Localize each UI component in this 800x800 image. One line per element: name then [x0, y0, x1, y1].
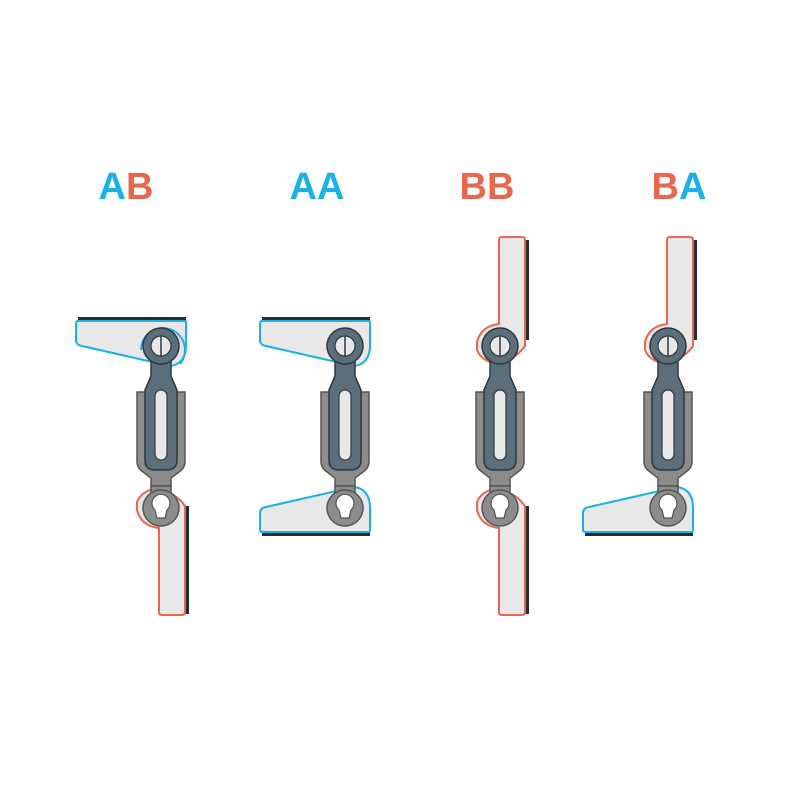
- variant-label-ba: BA: [624, 162, 734, 212]
- variant-ba: [582, 236, 697, 536]
- label-first-letter: B: [459, 166, 487, 208]
- variant-label-ab: AB: [71, 162, 181, 212]
- label-second-letter: A: [679, 166, 707, 208]
- variant-label-bb: BB: [432, 162, 542, 212]
- label-second-letter: A: [317, 166, 345, 208]
- variant-bb: [475, 236, 529, 616]
- variant-aa: [259, 317, 371, 536]
- label-second-letter: B: [126, 166, 154, 208]
- variant-label-aa: AA: [262, 162, 372, 212]
- label-second-letter: B: [487, 166, 515, 208]
- label-first-letter: A: [98, 166, 126, 208]
- label-first-letter: A: [289, 166, 317, 208]
- variant-ab: [75, 317, 189, 616]
- label-first-letter: B: [651, 166, 679, 208]
